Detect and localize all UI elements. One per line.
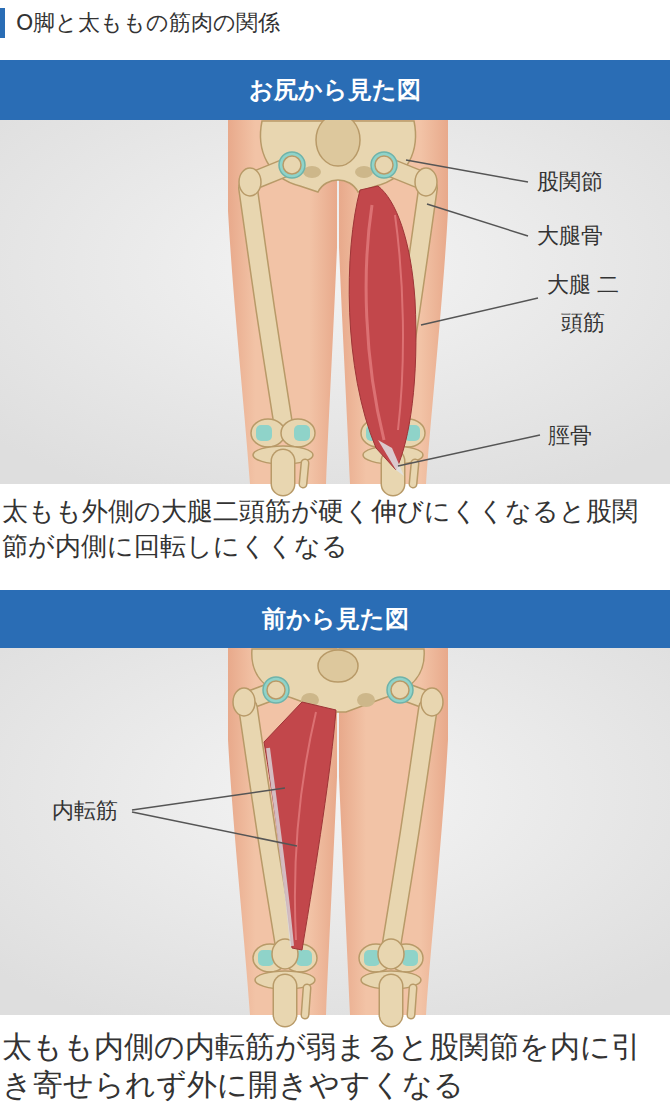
leader-line — [132, 812, 297, 846]
part-label: 内転筋 — [52, 797, 118, 825]
part-label: 脛骨 — [548, 422, 592, 450]
leader-line — [406, 160, 528, 182]
leg-skin — [228, 648, 448, 1015]
title: O脚と太ももの筋肉の関係 — [16, 8, 280, 38]
leg-bones — [239, 152, 315, 484]
section-heading: お尻から見た図 — [249, 76, 421, 105]
section-heading: 前から見た図 — [262, 605, 409, 634]
note: 太もも内側の内転筋が弱まると股関節を内に引き寄せられず外に開きやすくなる — [2, 1028, 642, 1104]
part-label: 大腿 二頭筋 — [545, 266, 621, 342]
pelvis — [252, 649, 424, 712]
leader-line — [398, 435, 540, 466]
section-band: 前から見た図 — [0, 590, 670, 648]
leader-line — [132, 788, 285, 810]
panel-ground — [0, 120, 670, 484]
leg-skin — [228, 120, 448, 484]
biceps-femoris-muscle — [349, 186, 416, 476]
adductor-muscle — [264, 702, 336, 950]
title-bar — [0, 8, 5, 38]
leg-bones — [359, 677, 443, 1015]
panel-ground — [0, 648, 670, 1015]
leader-line — [427, 204, 528, 236]
leader-line — [421, 298, 538, 325]
part-label: 股関節 — [537, 168, 603, 196]
section-band: お尻から見た図 — [0, 60, 670, 120]
note: 太もも外側の大腿二頭筋が硬く伸びにくくなると股関節が内側に回転しにくくなる — [2, 494, 657, 564]
pelvis — [261, 114, 416, 192]
part-label: 大腿骨 — [537, 222, 603, 250]
